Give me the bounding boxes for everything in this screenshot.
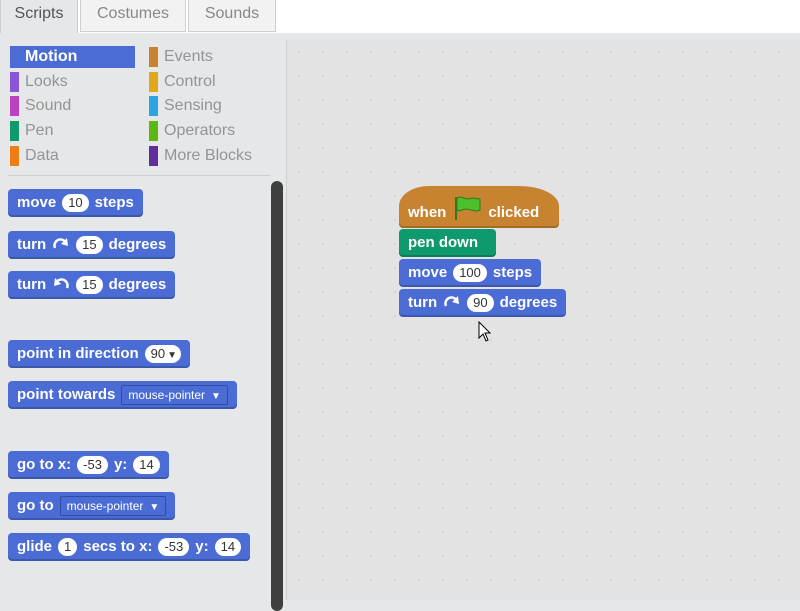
block-text: point towards xyxy=(17,386,116,403)
block-text: steps xyxy=(492,264,533,281)
secs-input[interactable]: 1 xyxy=(58,538,78,556)
chevron-down-icon: ▼ xyxy=(149,502,160,513)
block-move-steps-script[interactable]: move 100 steps xyxy=(399,259,542,287)
rotate-counterclockwise-icon xyxy=(54,278,69,289)
motion-swatch xyxy=(10,47,19,67)
category-sound[interactable]: Sound xyxy=(10,95,135,117)
degrees-input[interactable]: 15 xyxy=(76,236,103,254)
block-when-flag-clicked[interactable]: when clicked xyxy=(399,186,559,228)
block-text: go to xyxy=(17,497,54,514)
block-text: steps xyxy=(94,194,134,211)
category-more-blocks[interactable]: More Blocks xyxy=(149,145,274,167)
category-control[interactable]: Control xyxy=(149,71,274,93)
dropdown-value: mouse-pointer xyxy=(66,499,144,513)
block-text: when xyxy=(408,204,447,221)
x-input[interactable]: -53 xyxy=(77,456,108,474)
block-text: turn xyxy=(17,276,47,293)
block-turn-left[interactable]: turn 15 degrees xyxy=(8,271,176,299)
category-label: Events xyxy=(164,48,213,65)
block-text: move xyxy=(17,194,57,211)
sound-swatch xyxy=(10,96,19,116)
direction-value: 90 xyxy=(150,346,166,361)
category-label: Sound xyxy=(25,97,72,114)
palette-divider xyxy=(8,175,270,176)
category-events[interactable]: Events xyxy=(149,46,274,68)
block-text: clicked xyxy=(488,204,540,221)
block-text: pen down xyxy=(408,234,478,251)
category-label: Operators xyxy=(164,122,236,139)
more-blocks-swatch xyxy=(149,146,158,166)
category-label: Data xyxy=(25,147,59,164)
category-label: More Blocks xyxy=(164,147,253,164)
rotate-clockwise-icon xyxy=(53,238,69,249)
category-label: Motion xyxy=(25,48,78,65)
steps-input[interactable]: 10 xyxy=(62,194,89,212)
block-text: degrees xyxy=(499,294,558,311)
direction-dropdown[interactable]: 90▼ xyxy=(144,345,182,363)
block-text: turn xyxy=(408,294,438,311)
category-sensing[interactable]: Sensing xyxy=(149,95,274,117)
pen-swatch xyxy=(10,121,19,141)
degrees-input[interactable]: 15 xyxy=(76,276,103,294)
dropdown-value: mouse-pointer xyxy=(128,388,206,402)
block-point-in-direction[interactable]: point in direction 90▼ xyxy=(8,340,191,368)
category-label: Control xyxy=(164,73,216,90)
block-text: secs to x: xyxy=(83,538,153,555)
category-looks[interactable]: Looks xyxy=(10,71,135,93)
block-text: y: xyxy=(195,538,209,555)
block-text: degrees xyxy=(108,236,167,253)
control-swatch xyxy=(149,72,158,92)
category-operators[interactable]: Operators xyxy=(149,120,274,142)
block-glide[interactable]: glide 1 secs to x: -53 y: 14 xyxy=(8,533,251,561)
block-palette: Motion Looks Sound Pen Data Events Contr… xyxy=(0,33,284,611)
tab-bar: Scripts Costumes Sounds xyxy=(0,0,800,34)
block-move-steps[interactable]: move 10 steps xyxy=(8,189,143,217)
x-input[interactable]: -53 xyxy=(158,538,190,556)
block-point-towards[interactable]: point towards mouse-pointer ▼ xyxy=(8,381,237,409)
goto-dropdown[interactable]: mouse-pointer ▼ xyxy=(59,496,167,516)
block-text: point in direction xyxy=(17,345,139,362)
events-swatch xyxy=(149,47,158,67)
block-text: move xyxy=(408,264,448,281)
degrees-input[interactable]: 90 xyxy=(467,294,494,312)
category-label: Sensing xyxy=(164,97,222,114)
looks-swatch xyxy=(10,72,19,92)
category-label: Looks xyxy=(25,73,68,90)
y-input[interactable]: 14 xyxy=(214,538,242,556)
chevron-down-icon: ▼ xyxy=(211,391,221,402)
category-pen[interactable]: Pen xyxy=(10,120,135,142)
block-pen-down[interactable]: pen down xyxy=(399,229,496,257)
block-text: degrees xyxy=(108,276,167,293)
block-text: go to x: xyxy=(17,456,72,473)
tab-scripts[interactable]: Scripts xyxy=(0,0,78,34)
rotate-clockwise-icon xyxy=(444,296,460,307)
block-text: glide xyxy=(17,538,53,555)
block-turn-right[interactable]: turn 15 degrees xyxy=(8,231,176,259)
block-turn-right-script[interactable]: turn 90 degrees xyxy=(399,289,567,317)
category-motion[interactable]: Motion xyxy=(10,46,135,68)
block-go-to-xy[interactable]: go to x: -53 y: 14 xyxy=(8,451,169,479)
data-swatch xyxy=(10,146,19,166)
block-text: turn xyxy=(17,236,47,253)
category-data[interactable]: Data xyxy=(10,145,135,167)
category-label: Pen xyxy=(25,122,54,139)
steps-input[interactable]: 100 xyxy=(453,264,487,282)
block-text: y: xyxy=(113,456,128,473)
tab-sounds[interactable]: Sounds xyxy=(188,0,276,32)
mouse-pointer-icon xyxy=(478,321,492,342)
tab-costumes[interactable]: Costumes xyxy=(80,0,186,32)
block-go-to[interactable]: go to mouse-pointer ▼ xyxy=(8,492,176,520)
sensing-swatch xyxy=(149,96,158,116)
operators-swatch xyxy=(149,121,158,141)
towards-dropdown[interactable]: mouse-pointer ▼ xyxy=(121,385,228,405)
chevron-down-icon: ▼ xyxy=(167,350,178,361)
palette-scrollbar[interactable] xyxy=(271,181,283,611)
scripts-area[interactable] xyxy=(286,40,800,600)
green-flag-icon xyxy=(455,196,481,220)
y-input[interactable]: 14 xyxy=(133,456,160,474)
